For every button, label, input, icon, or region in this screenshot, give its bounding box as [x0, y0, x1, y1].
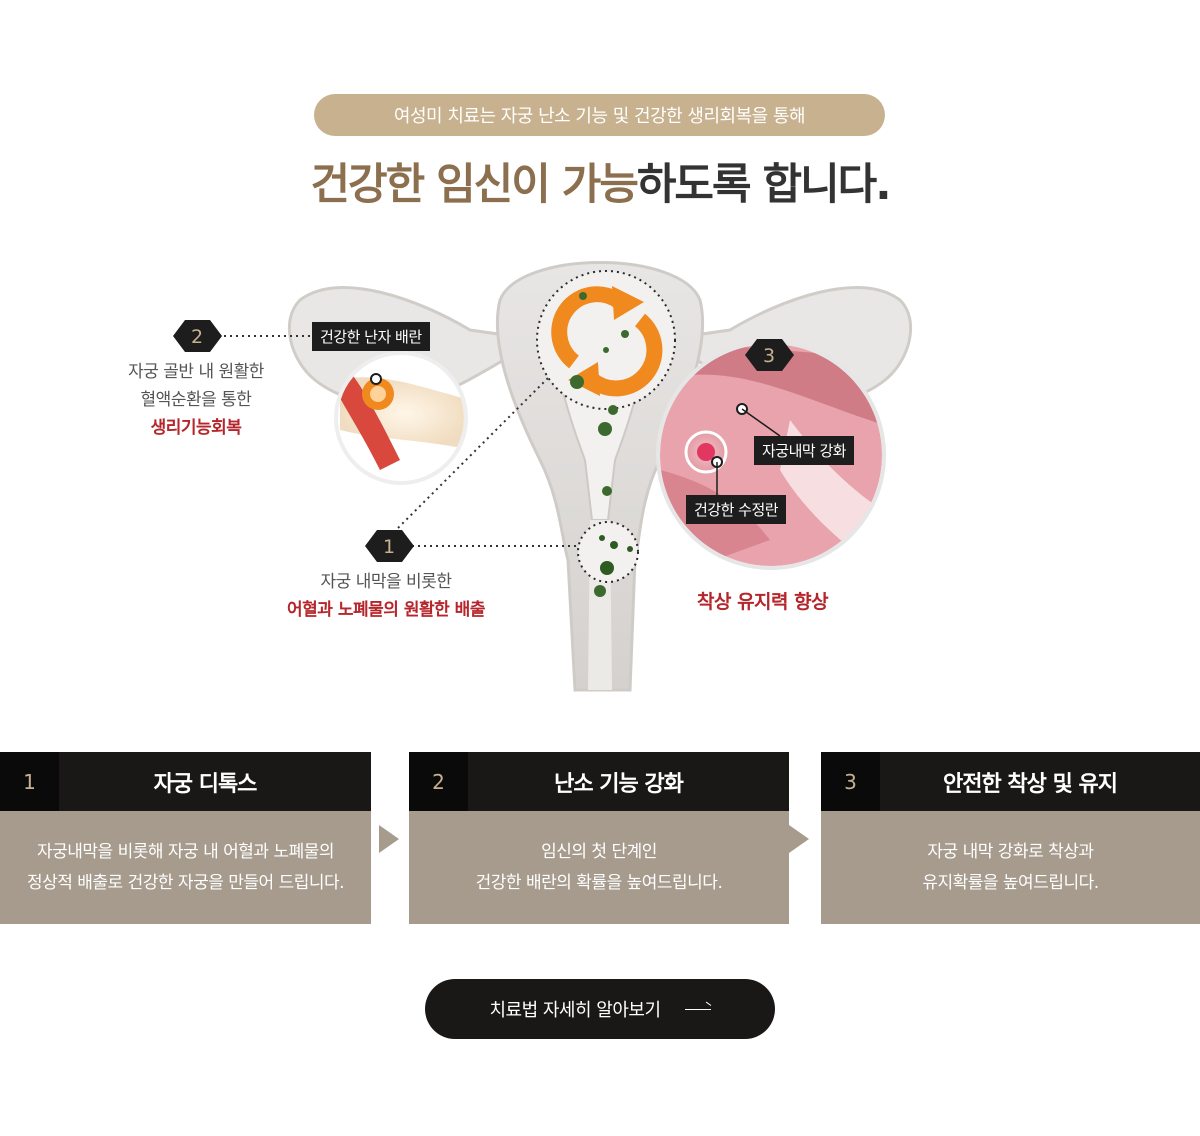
ovary-detail: [338, 355, 464, 481]
callout-2-number: 2: [191, 326, 203, 348]
callout-2-line2: 혈액순환을 통한: [140, 390, 252, 410]
ovulation-label: 건강한 난자 배란: [312, 322, 430, 351]
callout-3-caption: 착상 유지력 향상: [697, 591, 829, 613]
ovary-pointer-dot: [370, 373, 382, 385]
callout-3-badge: [745, 339, 794, 371]
subtitle-text: 여성미 치료는 자궁 난소 기능 및 건강한 생리회복을 통해: [393, 106, 806, 127]
subtitle-pill: 여성미 치료는 자궁 난소 기능 및 건강한 생리회복을 통해: [314, 94, 885, 136]
cycle-arrows-icon: [551, 286, 663, 397]
callout-1-line2: 어혈과 노폐물의 원활한 배출: [287, 600, 485, 620]
step-2-line1: 임신의 첫 단계인: [541, 841, 657, 862]
callout-3-number: 3: [763, 345, 775, 367]
callout-1-line1: 자궁 내막을 비롯한: [320, 572, 452, 592]
step-3-line1: 자궁 내막 강화로 착상과: [927, 841, 1094, 862]
step-1-line2: 정상적 배출로 건강한 자궁을 만들어 드립니다.: [26, 872, 345, 893]
step-3-line2: 유지확률을 높여드립니다.: [922, 872, 1099, 893]
uterus-illustration: 2 1 3: [173, 261, 913, 692]
embryo-label: 건강한 수정란: [686, 495, 787, 524]
callout-1-number: 1: [383, 536, 395, 558]
endometrium-label: 자궁내막 강화: [754, 436, 855, 465]
arrow-right-icon: [684, 1004, 711, 1014]
lower-magnifier-circle: [577, 521, 639, 583]
headline-rest: 하도록 합니다.: [636, 160, 892, 210]
lower-particles: [599, 535, 633, 575]
step-arrow-2: [789, 825, 809, 853]
step-2-number: 2: [409, 752, 468, 811]
callout-2-badge: [173, 320, 222, 352]
learn-more-label: 치료법 자세히 알아보기: [489, 1000, 661, 1021]
step-2-title: 난소 기능 강화: [554, 771, 684, 797]
step-arrow-1: [379, 825, 399, 853]
step-3-number: 3: [821, 752, 880, 811]
page-headline: 건강한 임신이 가능하도록 합니다.: [0, 150, 1200, 212]
callout-2-description: 자궁 골반 내 원활한 혈액순환을 통한 생리기능회복: [96, 358, 296, 442]
step-1-title: 자궁 디톡스: [153, 771, 258, 797]
headline-accent: 건강한 임신이 가능: [310, 160, 638, 210]
endometrium-leader: [741, 408, 781, 437]
step-1-number: 1: [0, 752, 59, 811]
callout-2-line1: 자궁 골반 내 원활한: [128, 362, 264, 382]
callout-1-description: 자궁 내막을 비롯한 어혈과 노폐물의 원활한 배출: [226, 568, 546, 624]
callout-1-badge: [365, 530, 414, 562]
callout-2-line3: 생리기능회복: [150, 418, 242, 438]
cell-particles: [570, 292, 629, 597]
step-3-title: 안전한 착상 및 유지: [943, 771, 1118, 797]
step-2-line2: 건강한 배란의 확률을 높여드립니다.: [475, 872, 723, 893]
learn-more-button[interactable]: 치료법 자세히 알아보기: [425, 979, 775, 1039]
step-1-line1: 자궁내막을 비롯해 자궁 내 어혈과 노폐물의: [36, 841, 335, 862]
